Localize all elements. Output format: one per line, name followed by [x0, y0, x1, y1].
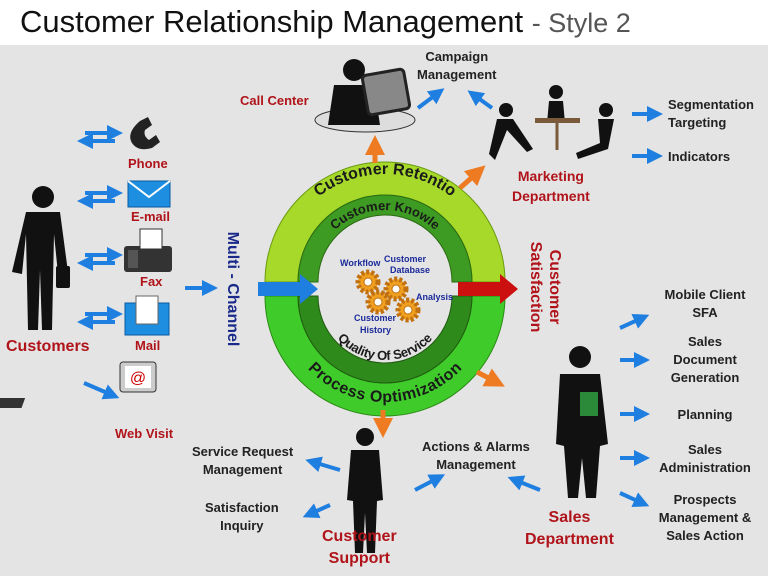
label-customers: Customers	[6, 338, 90, 355]
diagram-graphics: @ Customer Retentio Customer Knowle Qual…	[0, 59, 663, 553]
sales-person-icon	[556, 346, 608, 498]
sales-line: Document	[673, 352, 737, 367]
service-line: Management	[202, 462, 283, 477]
center-database-2: Database	[390, 265, 430, 275]
label-mail: Mail	[135, 338, 161, 353]
web-visit-icon: @	[0, 361, 157, 408]
inquiry-line: Satisfaction	[205, 500, 279, 515]
sales-line: Mobile Client	[664, 287, 746, 302]
orange-arrows	[365, 135, 505, 438]
crm-ring	[264, 161, 506, 417]
sales-line: Sales	[688, 442, 722, 457]
label-phone: Phone	[128, 156, 168, 171]
marketing-line: Department	[512, 188, 590, 204]
fax-icon	[124, 228, 172, 272]
ring-inner-top	[297, 194, 473, 283]
segmentation-line: Targeting	[668, 115, 727, 130]
center-workflow: Workflow	[340, 258, 381, 268]
diagram-canvas: @ Customer Retentio Customer Knowle Qual…	[0, 45, 768, 576]
center-history-1: Customer	[354, 313, 397, 323]
campaign-line: Management	[417, 67, 497, 82]
customer-silhouette-icon	[12, 186, 70, 330]
support-line: Customer	[322, 528, 397, 545]
satisfaction-arrow-icon	[458, 274, 518, 304]
sales-item-planning: Planning	[677, 407, 733, 422]
sales-dept-line: Department	[525, 531, 614, 548]
label-multi-channel: Multi - Channel	[224, 231, 241, 347]
label-fax: Fax	[140, 274, 163, 289]
actions-line: Management	[436, 457, 516, 472]
actions-line: Actions & Alarms	[422, 439, 530, 454]
blue-arrows	[77, 88, 663, 519]
center-analysis: Analysis	[416, 292, 453, 302]
page-title: Customer Relationship Management - Style…	[20, 4, 631, 40]
sales-line: Management &	[658, 510, 752, 525]
satisfaction-line: Satisfaction	[527, 241, 544, 333]
label-indicators: Indicators	[668, 149, 731, 164]
label-call-center: Call Center	[240, 93, 309, 108]
support-line: Support	[328, 550, 390, 567]
svg-text:@: @	[130, 370, 146, 387]
center-history-2: History	[360, 325, 391, 335]
service-line: Service Request	[192, 444, 294, 459]
sales-line: Administration	[659, 460, 751, 475]
marketing-line: Marketing	[517, 168, 584, 184]
sales-line: Prospects	[673, 492, 737, 507]
title-style: - Style 2	[531, 8, 631, 38]
mail-icon	[124, 295, 170, 336]
segmentation-line: Segmentation	[668, 97, 754, 112]
ring-inner-bottom	[297, 295, 473, 384]
sales-line: Generation	[670, 370, 740, 385]
label-email: E-mail	[131, 209, 171, 224]
sales-line: Sales	[688, 334, 722, 349]
call-center-agent-icon	[314, 59, 416, 133]
customer-support-icon	[347, 428, 383, 553]
inquiry-line: Inquiry	[220, 518, 264, 533]
sales-line: SFA	[692, 305, 718, 320]
phone-icon	[130, 117, 160, 150]
label-web-visit: Web Visit	[115, 426, 174, 441]
title-main: Customer Relationship Management	[20, 4, 524, 39]
satisfaction-line: Customer	[546, 249, 563, 325]
gears-icon	[355, 269, 421, 323]
sales-line: Sales Action	[666, 528, 744, 543]
campaign-line: Campaign	[425, 49, 489, 64]
marketing-meeting-icon	[489, 85, 614, 160]
center-database-1: Customer	[384, 254, 427, 264]
sales-dept-line: Sales	[548, 509, 591, 526]
multi-channel-arrow-icon	[258, 274, 318, 304]
